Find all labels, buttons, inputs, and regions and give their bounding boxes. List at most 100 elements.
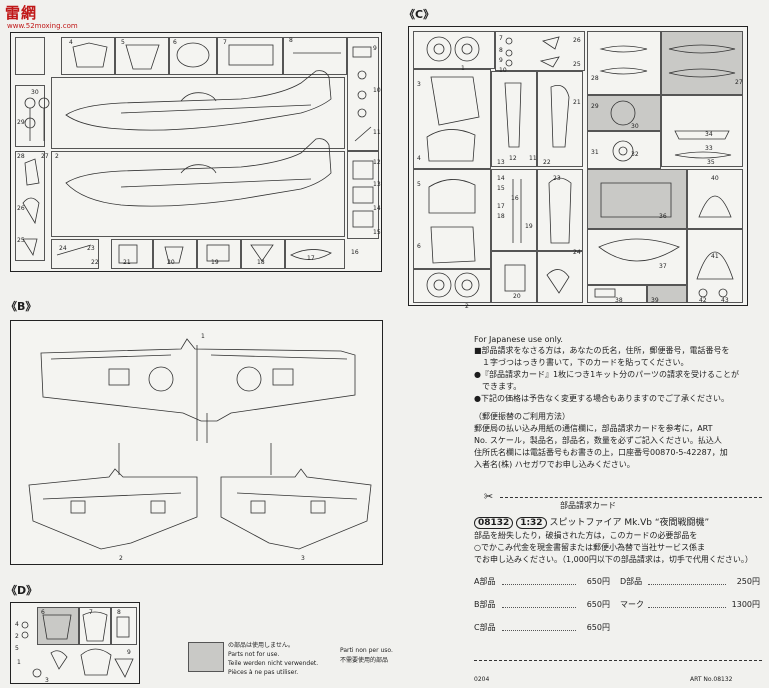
frame-d-drawing [21,611,134,678]
part-cell [587,285,647,303]
item-number-badge: 08132 [474,517,514,529]
part-number-label: 27 [735,79,743,86]
part-number-label: 8 [117,609,121,616]
unused-part-cell [661,31,743,95]
part-number-label: 7 [499,35,503,42]
part-number-label: 4 [69,39,73,46]
part-number-label: 8 [289,37,293,44]
part-cell [197,239,241,269]
part-number-label: 42 [699,297,707,304]
part-number-label: 8 [499,47,503,54]
footer-code: 0204 [474,676,490,683]
scale-badge: 1:32 [516,517,547,529]
part-number-label: 1 [17,659,21,666]
part-cell [491,71,537,167]
part-number-label: 9 [373,45,377,52]
unused-part-cell [647,285,687,303]
legend-it: Parti non per uso. [340,647,393,654]
part-cell [169,37,217,75]
text-line: ■部品請求をなさる方は，あなたの氏名，住所，郵便番号，電話番号を [474,346,730,355]
part-number-label: 6 [41,609,45,616]
part-cell [587,229,687,285]
frame-c-drawing [426,36,736,298]
part-number-label: 35 [707,159,715,166]
part-cell [537,71,583,167]
part-number-label: 13 [373,181,381,188]
watermark-logo: 雷網 www.52moxing.com [3,2,78,34]
frame-a-drawing [22,42,374,264]
part-number-label: 33 [705,145,713,152]
part-cell [79,607,111,645]
part-number-label: 1 [201,333,205,340]
part-number-label: 19 [211,259,219,266]
part-number-label: 25 [17,237,25,244]
section-b-label: 《B》 [6,300,37,313]
part-cell [15,37,45,75]
part-number-label: 13 [497,159,505,166]
part-number-label: 14 [497,175,505,182]
part-cell [687,229,743,303]
text-line: ○でかこみ代金を現金書留または郵便小為替で当社サービス係ま [474,543,705,552]
part-number-label: 38 [615,297,623,304]
part-cell [413,69,491,169]
part-cell [285,239,345,269]
part-number-label: 37 [659,263,667,270]
part-number-label: 30 [631,123,639,130]
text-line: 入者名(株) ハセガワでお申し込みください。 [474,460,635,469]
part-number-label: 21 [573,99,581,106]
part-number-label: 16 [351,249,359,256]
part-number-label: 17 [497,203,505,210]
part-number-label: 25 [573,61,581,68]
price-label: D部品 [620,577,643,586]
transfer-title: （郵便振替のご利用方法） [474,412,570,421]
part-number-label: 2 [15,633,19,640]
part-number-label: 41 [711,253,719,260]
part-number-label: 31 [591,149,599,156]
part-number-label: 12 [373,159,381,166]
section-c-label: 《C》 [404,8,435,21]
part-number-label: 19 [525,223,533,230]
part-cell [111,607,137,645]
price-label: B部品 [474,600,496,609]
part-cell [15,85,45,147]
part-number-label: 6 [173,39,177,46]
product-name: スピットファイア Mk.Vb “夜間戦闘機” [549,518,710,528]
part-number-label: 7 [223,39,227,46]
price-value: 250円 [736,577,760,586]
part-number-label: 24 [573,249,581,256]
part-cell [413,169,491,269]
part-number-label: 5 [417,181,421,188]
part-cell [495,31,585,71]
part-cell [537,251,583,303]
part-number-label: 43 [721,297,729,304]
part-cell [61,37,115,75]
text-line: 部品を紛失したり，破損された方は，このカードの必要部品を [474,531,698,540]
card-item-line: 08132 1:32 スピットファイア Mk.Vb “夜間戦闘機” [474,515,709,529]
part-number-label: 12 [509,155,517,162]
part-number-label: 3 [417,81,421,88]
part-number-label: 34 [705,131,713,138]
legend-de: Teile werden nicht verwendet. [228,660,319,667]
price-label: A部品 [474,577,496,586]
legend-cn: 不需要使用的部品 [340,657,389,664]
part-number-label: 7 [89,609,93,616]
part-number-label: 40 [711,175,719,182]
part-number-label: 29 [17,119,25,126]
part-number-label: 36 [659,213,667,220]
fuselage-left-cell [51,77,345,149]
part-cell [241,239,285,269]
part-number-label: 22 [91,259,99,266]
part-number-label: 3 [45,677,49,684]
part-number-label: 17 [307,255,315,262]
text-line: 郵便局の払い込み用紙の通信欄に，部品請求カードを参考に，ART [474,424,713,433]
part-cell [413,31,495,69]
art-number: ART No.08132 [690,676,733,683]
part-cell [587,131,661,169]
unused-part-cell [587,169,687,229]
watermark-url: www.52moxing.com [7,22,78,30]
part-number-label: 2 [55,153,59,160]
price-value: 650円 [586,577,610,586]
part-number-label: 29 [591,103,599,110]
